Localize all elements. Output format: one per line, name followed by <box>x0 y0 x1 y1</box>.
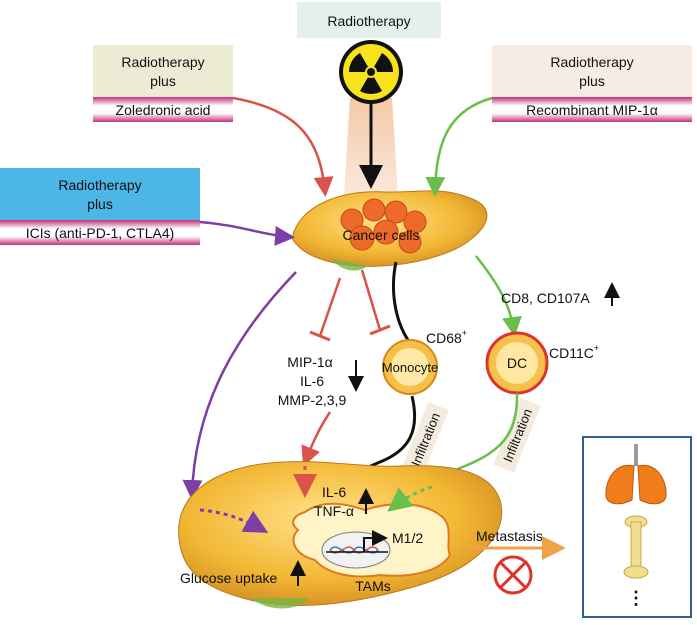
mip-line2: plus <box>579 73 605 89</box>
glucose-label: Glucose uptake <box>180 570 277 586</box>
mip-box: Radiotherapy plus Recombinant MIP-1α <box>492 45 692 122</box>
monocyte-label: Monocyte <box>382 360 438 375</box>
gene-expression-arrow <box>363 530 388 552</box>
cancer-cells-label: Cancer cells <box>342 227 419 243</box>
cytokine-effect-arrow <box>301 411 332 467</box>
m12-label: M1/2 <box>392 530 423 546</box>
ici-line2: plus <box>87 196 113 212</box>
metastasis-label: Metastasis <box>476 528 543 544</box>
tnf-label: TNF-α <box>314 503 354 519</box>
ici-arrow <box>199 220 295 246</box>
cancer-cells-cluster <box>340 198 427 254</box>
blocked-icon <box>493 555 533 595</box>
cytokine-il6: IL-6 <box>300 373 324 389</box>
purple-dotted-arrow <box>199 508 269 533</box>
cd8-label: CD8, CD107A <box>501 290 590 306</box>
radiotherapy-label: Radiotherapy <box>327 13 410 29</box>
zoledronic-line2: plus <box>150 73 176 89</box>
ici-box: Radiotherapy plus ICIs (anti-PD-1, CTLA4… <box>0 168 200 245</box>
dc-nucleus <box>496 342 538 384</box>
zoledronic-arrow <box>232 96 334 197</box>
recruitment-line <box>391 261 410 341</box>
zoledronic-line1: Radiotherapy <box>121 54 204 70</box>
dc-label: DC <box>507 355 527 371</box>
tams-label: TAMs <box>355 578 391 594</box>
cd11c-label: CD11C+ <box>549 343 599 361</box>
zoledronic-agent: Zoledronic acid <box>116 102 211 118</box>
cytokine-mip: MIP-1α <box>287 354 332 370</box>
cd68-label: CD68+ <box>426 328 467 346</box>
dc-activation-arrow <box>475 255 522 337</box>
il6-label: IL-6 <box>322 484 346 500</box>
ici-systemic-arrow <box>182 271 297 500</box>
monocyte-nucleus <box>391 348 429 386</box>
dna-icon <box>326 546 388 554</box>
mip-line1: Radiotherapy <box>550 54 633 70</box>
inhibition-bar-monocyte <box>369 324 391 336</box>
mip-agent: Recombinant MIP-1α <box>526 102 658 118</box>
radiation-hazard-icon <box>339 40 403 104</box>
ici-line1: Radiotherapy <box>58 177 141 193</box>
inhibition-line-cytokines <box>318 277 342 337</box>
more-sites-ellipsis: ⋮ <box>627 588 645 608</box>
liver-top-lobe <box>330 258 368 271</box>
bone-icon <box>623 515 649 579</box>
inhibition-line-monocyte <box>360 269 382 331</box>
zoledronic-box: Radiotherapy plus Zoledronic acid <box>93 45 233 122</box>
mip-arrow <box>425 96 493 197</box>
ici-agent: ICIs (anti-PD-1, CTLA4) <box>26 225 175 241</box>
cytokine-mmp: MMP-2,3,9 <box>278 392 347 408</box>
lungs-icon <box>605 444 667 505</box>
liver-bottom-lobe <box>250 598 310 609</box>
green-dotted-arrow <box>387 485 433 512</box>
radiotherapy-box <box>297 2 441 38</box>
inhibition-bar-cytokines <box>309 330 331 342</box>
